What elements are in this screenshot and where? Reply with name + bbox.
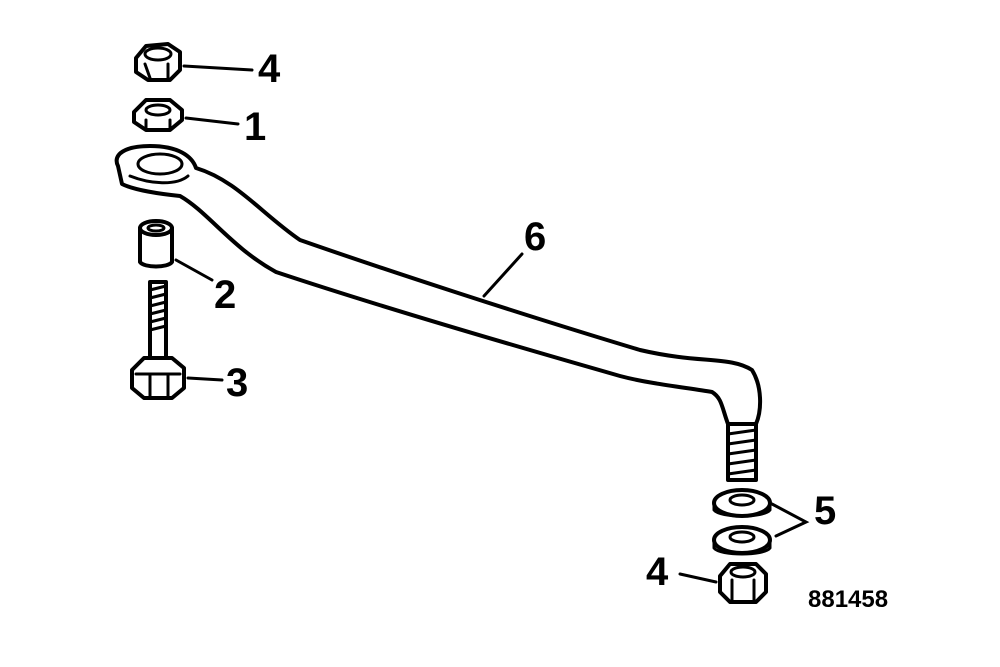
leader-link-rod xyxy=(482,252,524,298)
callout-washers: 5 xyxy=(814,489,836,533)
leader-washers xyxy=(770,502,810,538)
leader-top-nut xyxy=(184,116,240,126)
leader-bottom-locknut xyxy=(678,572,718,584)
callout-bottom-locknut: 4 xyxy=(646,550,669,594)
spacer-part xyxy=(138,219,174,269)
callout-bolt: 3 xyxy=(226,361,248,405)
leader-spacer xyxy=(174,258,214,282)
bottom-locknut-part xyxy=(718,562,768,604)
leader-top-locknut xyxy=(182,64,254,72)
link-rod-part xyxy=(114,144,763,426)
callout-link-rod: 6 xyxy=(524,215,546,259)
washer-upper-part xyxy=(712,488,772,518)
callout-top-locknut: 4 xyxy=(258,47,281,91)
top-nut-part xyxy=(132,98,184,132)
callout-top-nut: 1 xyxy=(244,105,266,149)
bolt-part xyxy=(130,280,186,400)
rod-threaded-stud xyxy=(726,422,758,482)
washer-lower-part xyxy=(712,525,772,556)
leader-bolt xyxy=(186,376,224,382)
top-locknut-part xyxy=(134,42,182,82)
callout-spacer: 2 xyxy=(214,273,236,317)
figure-number: 881458 xyxy=(808,586,888,613)
